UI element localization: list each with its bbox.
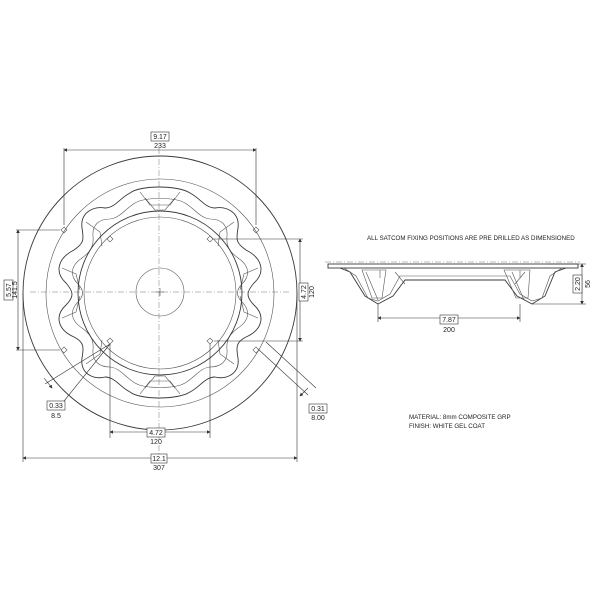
dish-outer — [77, 210, 243, 376]
plan-view: 9.17 233 5.57 141.5 4.72 120 4.72 120 12… — [3, 131, 328, 472]
dim-top-inch: 9.17 — [153, 134, 167, 141]
dim-bottom-inner-mm: 120 — [150, 439, 162, 446]
rim-inner-edge — [45, 178, 275, 408]
dim-thickness-right-inch: 0.31 — [311, 406, 325, 413]
dim-left-mm: 141.5 — [12, 281, 19, 299]
dim-thickness-left-inch: 0.33 — [49, 403, 63, 410]
dim-left-inch: 5.57 — [6, 283, 13, 297]
note-fixing: ALL SATCOM FIXING POSITIONS ARE PRE DRIL… — [367, 235, 575, 242]
dim-top-mm: 233 — [154, 143, 166, 150]
dim-right-inch: 4.72 — [301, 285, 308, 299]
note-material: MATERIAL: 8mm COMPOSITE GRP — [409, 414, 511, 421]
dim-side-width-inch: 7.87 — [442, 317, 456, 324]
dim-side-width-mm: 200 — [443, 327, 455, 334]
dim-side-height-inch: 2.20 — [575, 277, 582, 291]
dim-right-mm: 120 — [309, 286, 316, 298]
dim-side-height-mm: 56 — [585, 280, 592, 288]
dish-inner — [83, 216, 237, 370]
fixing-holes — [60, 226, 260, 354]
side-view: ALL SATCOM FIXING POSITIONS ARE PRE DRIL… — [325, 235, 592, 430]
dim-overall-mm: 307 — [153, 465, 165, 472]
scalloped-ring-outer — [58, 186, 262, 399]
dim-overall-inch: 12.1 — [152, 456, 166, 463]
dim-thickness-left-mm: 8.5 — [51, 413, 61, 420]
centre-boss — [135, 267, 185, 317]
scalloped-ring-inner — [72, 198, 248, 388]
dim-bottom-inner-inch: 4.72 — [149, 430, 163, 437]
note-finish: FINISH: WHITE GEL COAT — [409, 423, 485, 430]
side-profile — [339, 267, 567, 305]
dim-thickness-right-mm: 8.00 — [311, 415, 325, 422]
